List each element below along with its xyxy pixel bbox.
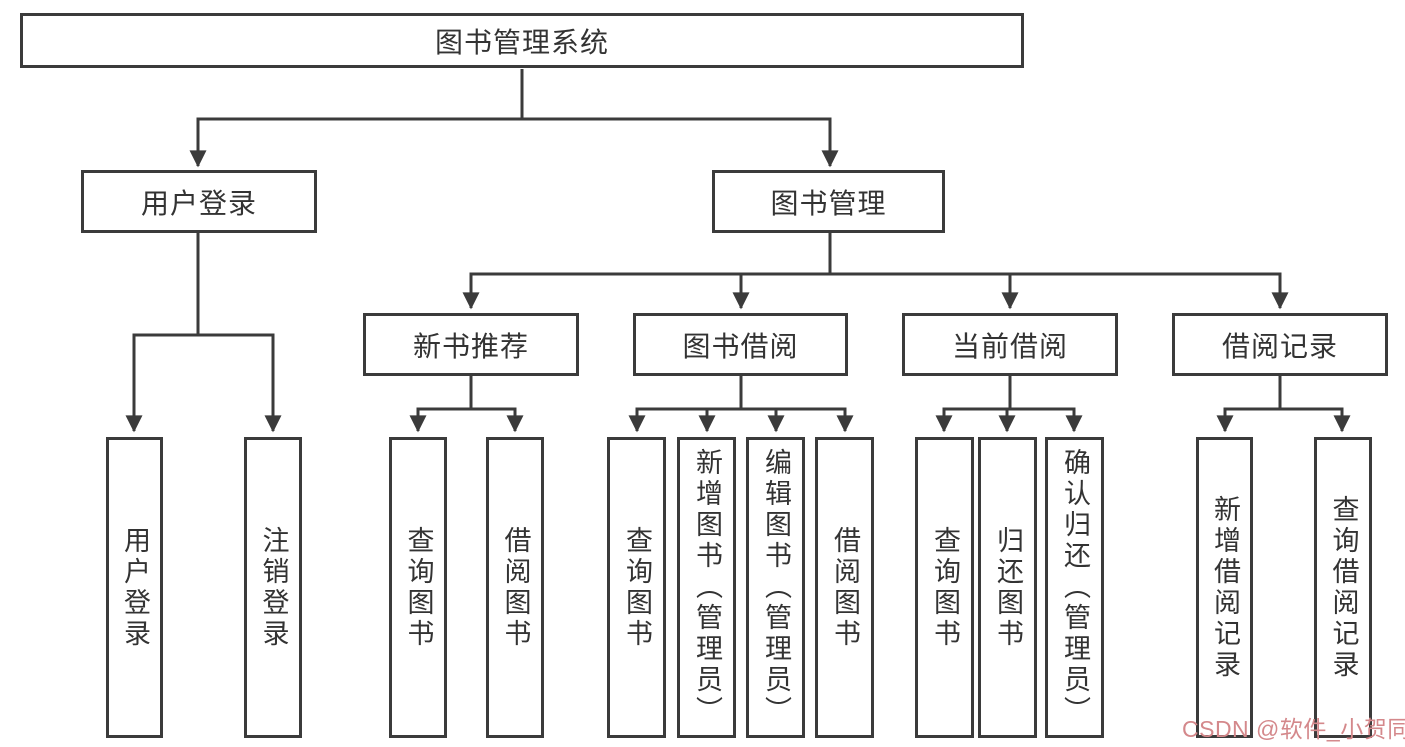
node-leaf-logout: 注销登录 [244,437,302,738]
node-current-borrow: 当前借阅 [902,313,1118,376]
node-leaf-add-book-admin: 新增图书（管理员） [677,437,736,738]
csdn-watermark: CSDN @软件_小贺同学 [1182,716,1405,742]
node-leaf-user-login: 用户登录 [106,437,163,738]
node-leaf-query-book-2: 查询图书 [607,437,666,738]
node-leaf-confirm-return-admin: 确认归还（管理员） [1045,437,1104,738]
node-leaf-return-book: 归还图书 [978,437,1037,738]
node-root: 图书管理系统 [20,13,1024,68]
node-leaf-query-book-3: 查询图书 [915,437,974,738]
node-borrow-record: 借阅记录 [1172,313,1388,376]
node-leaf-borrow-book-1: 借阅图书 [486,437,544,738]
node-leaf-borrow-book-2: 借阅图书 [815,437,874,738]
node-leaf-edit-book-admin: 编辑图书（管理员） [746,437,805,738]
node-leaf-query-book-1: 查询图书 [389,437,447,738]
node-user-login: 用户登录 [81,170,317,233]
node-book-management: 图书管理 [712,170,945,233]
node-book-borrow: 图书借阅 [633,313,848,376]
node-leaf-query-borrow-record: 查询借阅记录 [1314,437,1372,738]
node-new-book-recommend: 新书推荐 [363,313,579,376]
node-leaf-add-borrow-record: 新增借阅记录 [1196,437,1253,738]
